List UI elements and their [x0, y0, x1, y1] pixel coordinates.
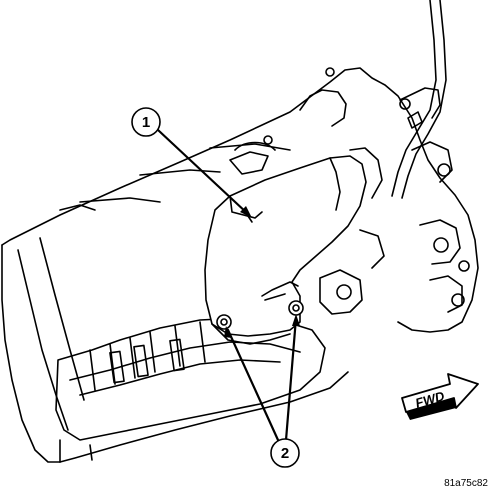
heat-shield-bracket [204, 155, 367, 345]
housing-flange-details [263, 67, 470, 315]
callout-1: 1 [131, 107, 161, 137]
figure-reference: 81a75c82 [444, 478, 488, 489]
transmission-housing [1, 67, 479, 463]
bolt-right [288, 300, 304, 316]
callout-2: 2 [270, 438, 300, 468]
bolt-left [216, 314, 232, 330]
oil-pan [55, 317, 326, 463]
leader-lines [156, 128, 298, 442]
forward-direction-arrow: FWD [401, 373, 479, 420]
shift-cable [391, 0, 447, 199]
callout-2-label: 2 [281, 445, 289, 462]
callout-1-label: 1 [142, 114, 150, 131]
